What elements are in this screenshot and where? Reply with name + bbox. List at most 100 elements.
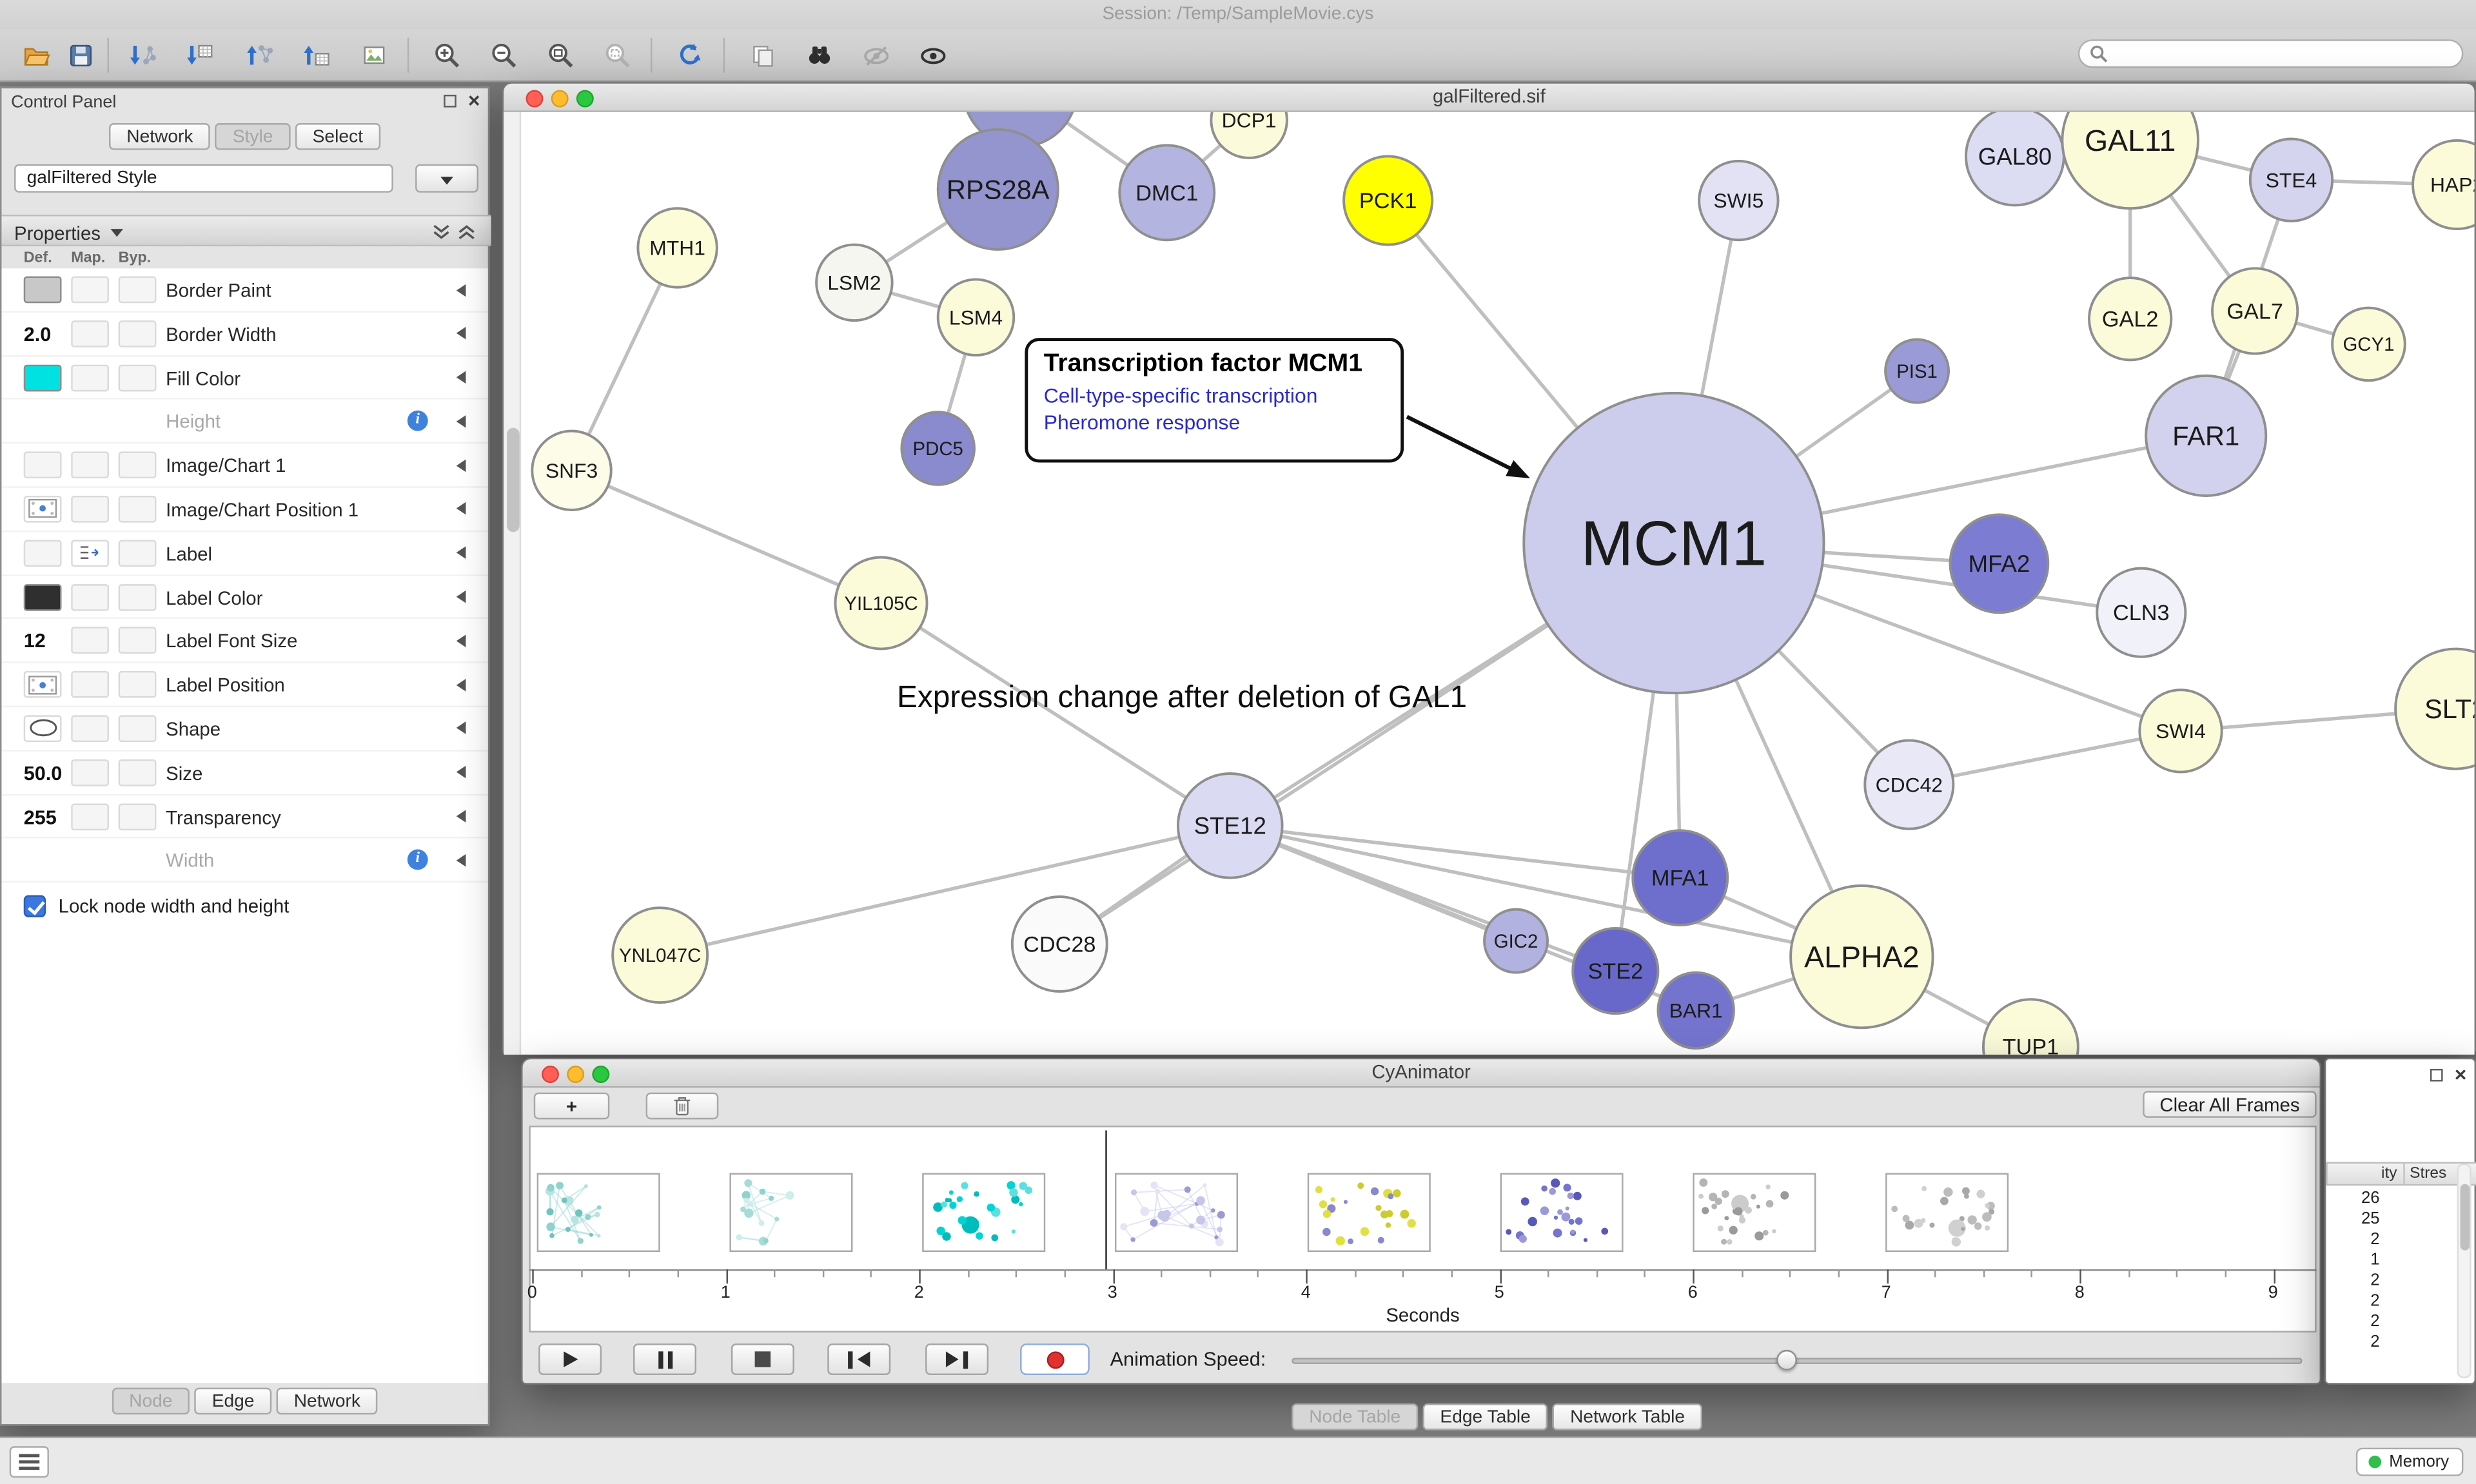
byp-cell[interactable] xyxy=(118,627,157,654)
save-session-button[interactable] xyxy=(57,35,104,76)
property-row-fill-color[interactable]: Fill Color xyxy=(1,356,488,400)
expand-row-arrow-icon[interactable] xyxy=(456,810,466,823)
results-row[interactable]: 2 xyxy=(2370,1229,2380,1249)
expand-row-arrow-icon[interactable] xyxy=(456,458,466,472)
expand-row-arrow-icon[interactable] xyxy=(456,634,466,647)
close-panel-icon[interactable]: × xyxy=(467,88,480,112)
graph-node-ste12[interactable]: STE12 xyxy=(1176,772,1284,879)
zoom-fit-button[interactable] xyxy=(537,35,584,76)
zoom-in-button[interactable] xyxy=(423,35,470,76)
mapping-icon[interactable] xyxy=(71,540,109,567)
expand-row-arrow-icon[interactable] xyxy=(456,371,466,384)
byp-cell[interactable] xyxy=(118,583,157,610)
property-row-label-position[interactable]: Label Position xyxy=(1,663,488,708)
byp-cell[interactable] xyxy=(118,803,157,830)
add-frame-button[interactable]: + xyxy=(533,1092,610,1120)
byp-cell[interactable] xyxy=(118,715,157,742)
byp-cell[interactable] xyxy=(118,759,157,786)
graph-node-gal7[interactable]: GAL7 xyxy=(2211,267,2299,355)
map-cell[interactable] xyxy=(71,276,109,304)
tab-edge[interactable]: Edge xyxy=(194,1387,272,1415)
apply-layout-button[interactable] xyxy=(666,35,713,76)
graph-node-tup1[interactable]: TUP1 xyxy=(1981,998,2079,1055)
map-cell[interactable] xyxy=(71,583,109,610)
ellipse-icon[interactable] xyxy=(23,715,62,742)
zoom-selected-button[interactable] xyxy=(594,35,641,76)
close-window-icon[interactable] xyxy=(526,89,544,107)
def-cell[interactable] xyxy=(23,451,62,479)
graph-node-ste2[interactable]: STE2 xyxy=(1571,927,1660,1015)
annotation-link[interactable]: Cell-type-specific transcription xyxy=(1043,384,1318,407)
expand-row-arrow-icon[interactable] xyxy=(456,547,466,560)
tab-network[interactable]: Network xyxy=(109,123,211,150)
graph-node-gal2[interactable]: GAL2 xyxy=(2088,277,2173,362)
map-cell[interactable] xyxy=(71,451,109,479)
import-table-button[interactable] xyxy=(177,35,224,76)
show-all-button[interactable] xyxy=(910,35,957,76)
map-cell[interactable] xyxy=(71,627,109,654)
graph-node-lsm2[interactable]: LSM2 xyxy=(815,243,894,322)
zoom-window-icon[interactable] xyxy=(576,89,594,107)
map-cell[interactable] xyxy=(71,715,109,742)
style-dropdown[interactable]: galFiltered Style xyxy=(14,164,393,193)
tab-network-table[interactable]: Network Table xyxy=(1553,1403,1702,1430)
graph-node-pis1[interactable]: PIS1 xyxy=(1884,338,1950,404)
graph-node-far1[interactable]: FAR1 xyxy=(2145,374,2268,497)
record-button[interactable] xyxy=(1020,1343,1090,1376)
graph-node-swi4[interactable]: SWI4 xyxy=(2138,688,2223,774)
expand-row-arrow-icon[interactable] xyxy=(456,591,466,603)
def-cell[interactable]: 50.0 xyxy=(23,762,63,785)
results-row[interactable]: 2 xyxy=(2370,1271,2380,1290)
timeline-playhead[interactable] xyxy=(1105,1130,1107,1269)
def-cell[interactable]: 12 xyxy=(23,630,46,653)
byp-cell[interactable] xyxy=(118,540,157,567)
results-row[interactable]: 1 xyxy=(2370,1250,2380,1269)
results-row[interactable]: 2 xyxy=(2370,1312,2380,1331)
cyanimator-titlebar[interactable]: CyAnimator xyxy=(522,1059,2320,1088)
graph-node-ynl047c[interactable]: YNL047C xyxy=(611,906,709,1004)
map-cell[interactable] xyxy=(71,759,109,786)
results-row[interactable]: 2 xyxy=(2370,1291,2380,1311)
float-panel-icon[interactable] xyxy=(2430,1068,2444,1082)
zoom-out-button[interactable] xyxy=(480,35,527,76)
tab-network[interactable]: Network xyxy=(276,1387,378,1415)
graph-node-alpha2[interactable]: ALPHA2 xyxy=(1789,884,1934,1030)
byp-cell[interactable] xyxy=(118,451,157,479)
property-row-border-paint[interactable]: Border Paint xyxy=(1,268,488,313)
graph-node-hap2[interactable]: HAP2 xyxy=(2412,139,2475,231)
delete-frame-button[interactable] xyxy=(645,1092,719,1120)
export-table-button[interactable] xyxy=(294,35,341,76)
stop-button[interactable] xyxy=(731,1343,794,1376)
clear-all-frames-button[interactable]: Clear All Frames xyxy=(2143,1091,2317,1118)
graph-node-gal11[interactable]: GAL11 xyxy=(2061,112,2199,210)
map-cell[interactable] xyxy=(71,671,109,698)
property-row-label[interactable]: Label xyxy=(1,532,488,576)
expand-row-arrow-icon[interactable] xyxy=(456,283,466,297)
map-cell[interactable] xyxy=(71,495,109,523)
annotation-link[interactable]: Pheromone response xyxy=(1043,409,1241,434)
network-canvas[interactable]: RPS28BRPS28AMTH1LSM2LSM4DMC1DCP1PCK1SWI5… xyxy=(504,112,2475,1055)
zoom-window-icon[interactable] xyxy=(592,1064,610,1082)
expand-row-arrow-icon[interactable] xyxy=(456,678,466,691)
clone-network-button[interactable] xyxy=(739,35,786,76)
frame-thumbnail-3[interactable] xyxy=(1114,1173,1239,1253)
graph-node-dcp1[interactable]: DCP1 xyxy=(1210,112,1288,159)
graph-node-ste4[interactable]: STE4 xyxy=(2248,137,2334,222)
expand-row-arrow-icon[interactable] xyxy=(456,722,466,735)
graph-edge[interactable] xyxy=(660,824,1231,957)
tab-node-table[interactable]: Node Table xyxy=(1292,1403,1419,1430)
play-button[interactable] xyxy=(538,1343,602,1376)
hide-selected-button[interactable] xyxy=(852,35,899,76)
frame-thumbnail-7[interactable] xyxy=(1885,1173,2009,1253)
panel-menu-button[interactable] xyxy=(9,1446,49,1478)
expand-row-arrow-icon[interactable] xyxy=(456,502,466,516)
map-cell[interactable] xyxy=(71,803,109,830)
byp-cell[interactable] xyxy=(118,276,157,304)
float-panel-icon[interactable] xyxy=(444,94,457,108)
graph-node-bar1[interactable]: BAR1 xyxy=(1656,971,1735,1050)
